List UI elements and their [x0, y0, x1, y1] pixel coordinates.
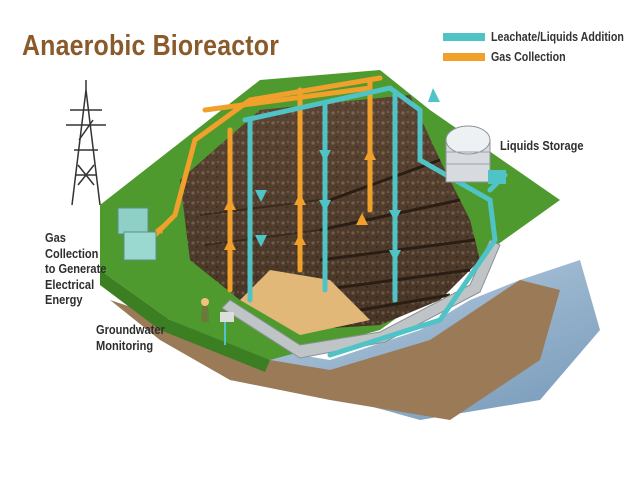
legend-label-gas: Gas Collection	[491, 49, 566, 64]
sand-layer	[240, 270, 370, 335]
label-liquids-storage: Liquids Storage	[500, 138, 584, 153]
legend-item-gas: Gas Collection	[443, 49, 582, 64]
legend-label-leachate: Leachate/Liquids Addition	[491, 29, 624, 44]
label-groundwater-monitoring: Groundwater Monitoring	[96, 322, 165, 353]
diagram-title: Anaerobic Bioreactor	[22, 30, 280, 62]
monitoring-worker	[201, 298, 234, 345]
legend-item-leachate: Leachate/Liquids Addition	[443, 29, 638, 44]
liquids-storage-tank	[445, 125, 506, 184]
flow-arrows	[155, 88, 440, 262]
transmission-tower	[66, 80, 106, 206]
legend-swatch-leachate	[443, 32, 485, 41]
label-gas-collection-energy: Gas Collection to Generate Electrical En…	[45, 230, 107, 307]
waste-cell	[180, 95, 480, 330]
ground-base	[110, 260, 600, 420]
liner	[221, 239, 501, 359]
generator-unit	[117, 207, 157, 261]
legend-swatch-gas	[443, 52, 485, 61]
